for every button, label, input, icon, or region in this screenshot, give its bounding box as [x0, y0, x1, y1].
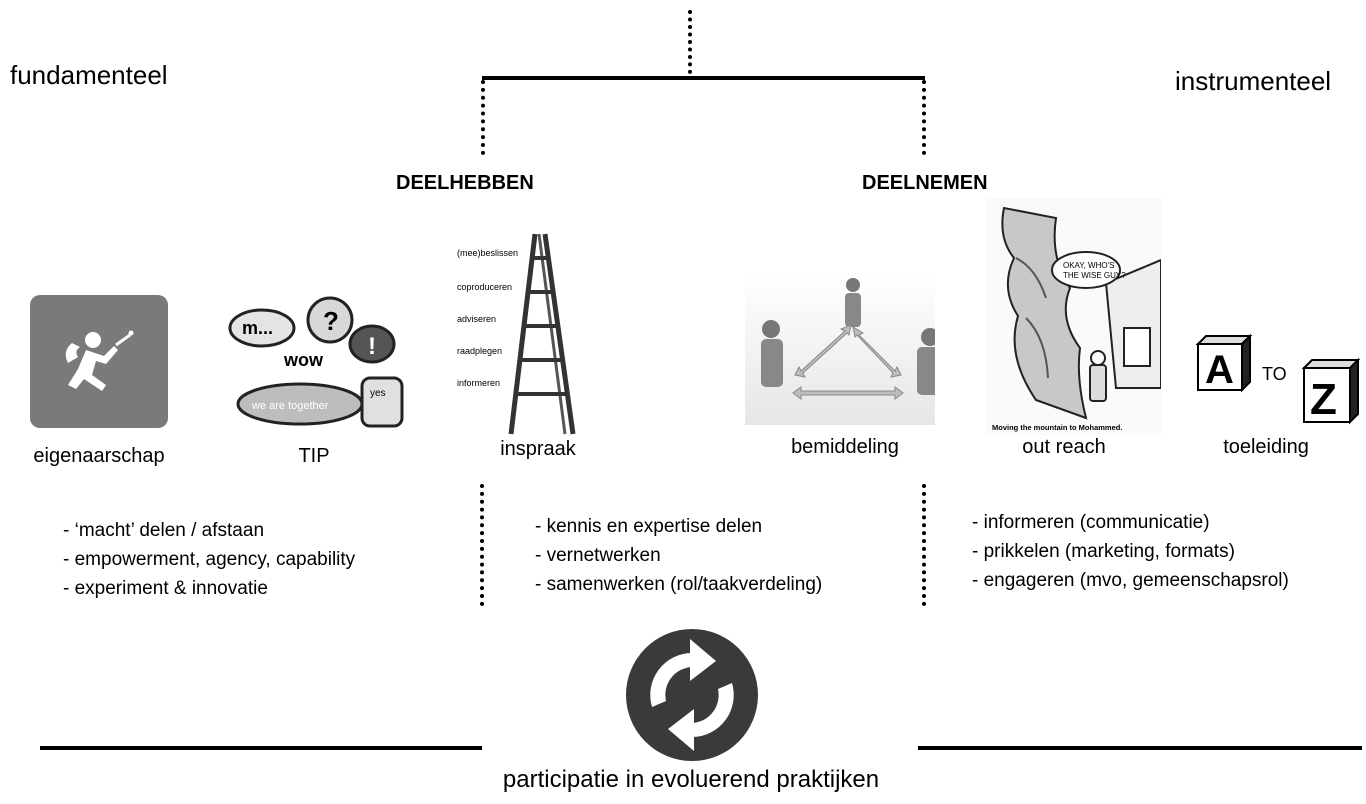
cycle-arrows-icon [622, 625, 762, 765]
bottom-line-left [40, 746, 482, 750]
bubble-text-yes: yes [370, 388, 386, 399]
footer-caption: participatie in evoluerend praktijken [502, 766, 880, 793]
caption-eigenaarschap: eigenaarschap [33, 445, 165, 467]
running-thief-icon [30, 295, 168, 428]
bubble-text-question: ? [323, 306, 339, 336]
mediation-figures-icon [745, 273, 939, 425]
bullet-item: - samenwerken (rol/taakverdeling) [535, 574, 823, 595]
block-to-text: TO [1262, 364, 1287, 384]
cartoon-caption: Moving the mountain to Mohammed. [992, 423, 1122, 432]
bullet-item: - vernetwerken [535, 545, 661, 566]
bubble-text-together: we are together [251, 400, 329, 412]
ladder-step-label: raadplegen [457, 346, 502, 356]
tree-stem-dotted [688, 10, 692, 74]
speech-bubbles-icon: m... ? ! wow we are together yes [222, 292, 406, 432]
label-fundamenteel: fundamenteel [10, 60, 168, 90]
heading-deelnemen: DEELNEMEN [862, 172, 988, 194]
separator-right-dotted [922, 484, 926, 606]
bullet-group-fundamenteel: - ‘macht’ delen / afstaan - empowerment,… [63, 516, 355, 603]
caption-bemiddeling: bemiddeling [791, 436, 899, 458]
bullet-group-middle: - kennis en expertise delen - vernetwerk… [535, 512, 822, 599]
bottom-line-right [918, 746, 1362, 750]
bubble-text-exclaim: ! [368, 333, 376, 360]
cartoon-mountain-icon: OKAY, WHO'S THE WISE GUY? Moving the mou… [986, 198, 1162, 435]
caption-toeleiding: toeleiding [1223, 436, 1309, 458]
caption-out-reach: out reach [1022, 436, 1106, 458]
caption-tip: TIP [298, 445, 330, 467]
block-letter-a: A [1205, 348, 1234, 392]
bubble-text-m: m... [242, 318, 273, 338]
bullet-item: - empowerment, agency, capability [63, 549, 356, 570]
bullet-item: - engageren (mvo, gemeenschapsrol) [972, 570, 1289, 591]
ladder-step-label: coproduceren [457, 282, 512, 292]
tree-right-branch-dotted [922, 80, 926, 155]
bullet-group-instrumenteel: - informeren (communicatie) - prikkelen … [972, 508, 1289, 595]
cartoon-speech-line-2: THE WISE GUY? [1063, 271, 1126, 280]
tree-left-branch-dotted [481, 80, 485, 155]
label-instrumenteel: instrumenteel [1175, 66, 1332, 96]
heading-deelhebben: DEELHEBBEN [396, 172, 534, 194]
a-to-z-blocks-icon: A TO Z [1192, 328, 1365, 426]
block-letter-z: Z [1310, 375, 1337, 424]
separator-left-dotted [480, 484, 484, 606]
bubble-text-wow: wow [283, 350, 324, 370]
ladder-icon: (mee)beslissen coproduceren adviseren ra… [455, 230, 580, 435]
bullet-item: - experiment & innovatie [63, 578, 268, 599]
bullet-item: - kennis en expertise delen [535, 516, 763, 537]
bullet-item: - informeren (communicatie) [972, 512, 1210, 533]
caption-inspraak: inspraak [500, 438, 576, 460]
ladder-step-label: (mee)beslissen [457, 248, 518, 258]
ladder-step-label: informeren [457, 378, 500, 388]
cartoon-speech-line-1: OKAY, WHO'S [1063, 261, 1114, 270]
ladder-step-label: adviseren [457, 314, 496, 324]
bullet-item: - prikkelen (marketing, formats) [972, 541, 1235, 562]
tree-crossbar [482, 76, 925, 80]
bullet-item: - ‘macht’ delen / afstaan [63, 520, 265, 541]
